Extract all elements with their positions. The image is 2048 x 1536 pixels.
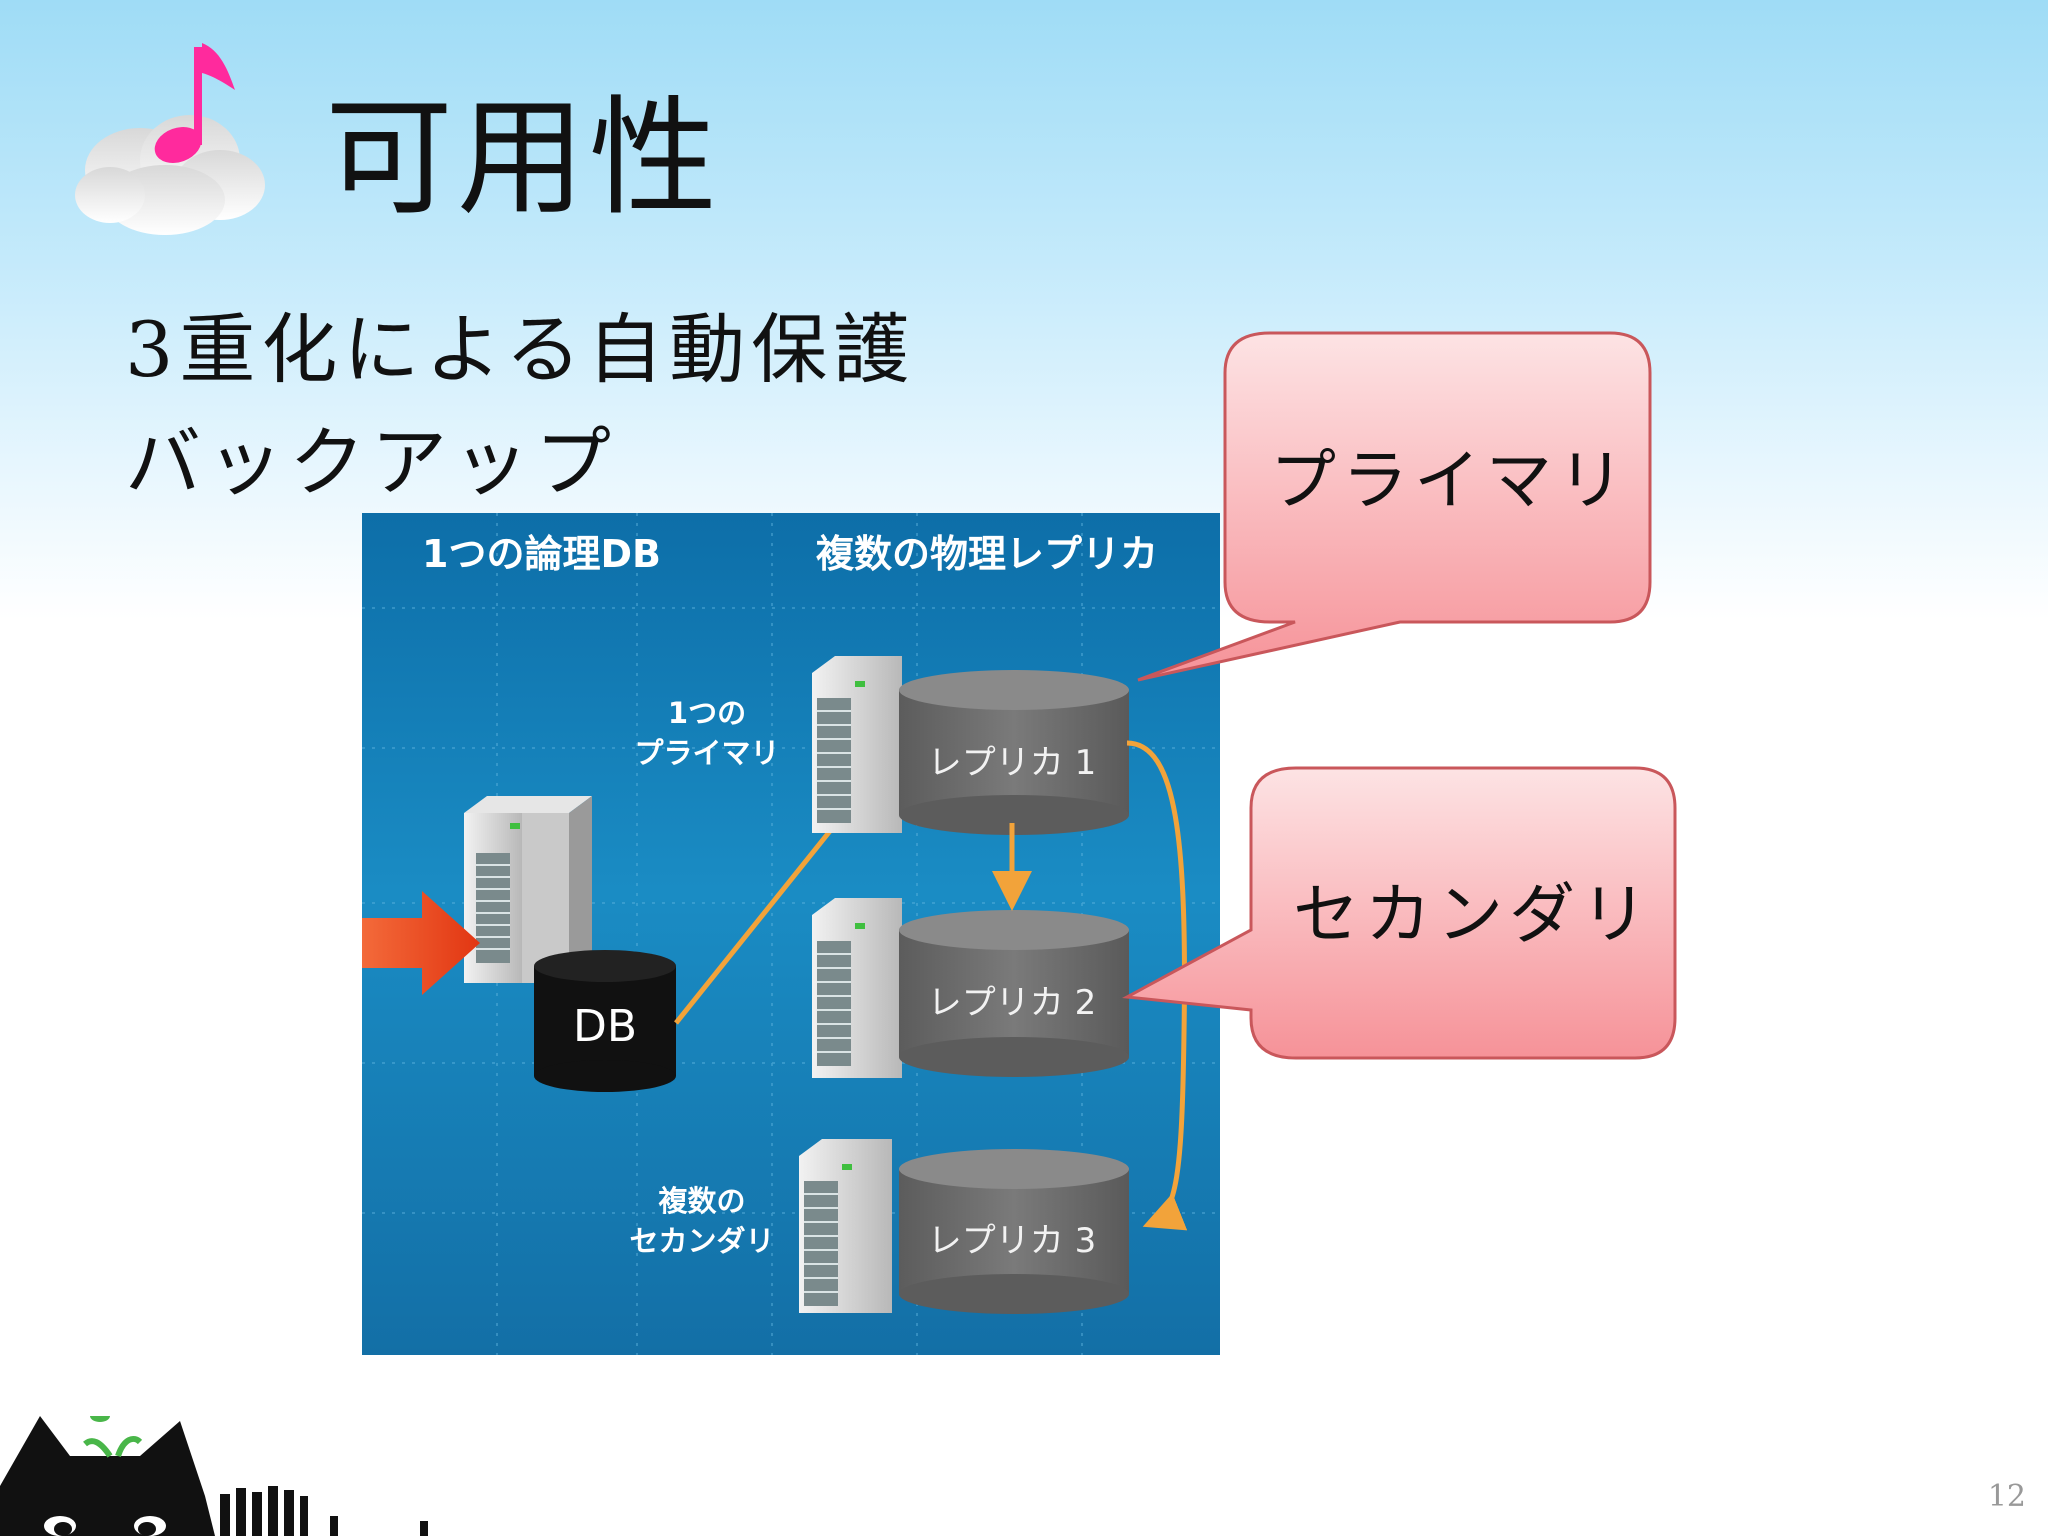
callout-primary-text: プライマリ xyxy=(1270,442,1630,519)
replica-3-node xyxy=(799,1139,1129,1314)
replica-1-label: レプリカ 1 xyxy=(927,743,1097,783)
page-number: 12 xyxy=(1987,1479,2026,1514)
callout-secondary-bubble xyxy=(1122,766,1677,1060)
replica-2-node xyxy=(812,898,1129,1078)
server-icon xyxy=(464,796,592,983)
bullet-auto-protection: 3重化による自動保護 xyxy=(125,305,916,394)
secondary-label-line1: 複数の xyxy=(658,1184,746,1218)
primary-side-label: 1つの プライマリ xyxy=(602,693,812,773)
database-cylinder-icon xyxy=(534,950,676,1092)
header-physical-replicas: 複数の物理レプリカ xyxy=(815,532,1158,576)
bullet-backup: バックアップ xyxy=(125,418,617,507)
black-cat-sprout-icon xyxy=(0,1416,428,1536)
music-note-cloud-icon xyxy=(75,43,265,235)
replica-3-label: レプリカ 3 xyxy=(927,1221,1097,1261)
replica-2-label: レプリカ 2 xyxy=(927,983,1097,1023)
primary-label-line2: プライマリ xyxy=(634,736,780,770)
replica-1-node xyxy=(812,656,1129,835)
primary-label-line1: 1つの xyxy=(667,696,747,730)
slide-title: 可用性 xyxy=(325,84,722,233)
input-arrow xyxy=(362,891,480,995)
callout-primary-bubble xyxy=(1137,331,1652,682)
replication-diagram: 1つの論理DB 複数の物理レプリカ 1つの プライマリ 複数の セカンダリ DB… xyxy=(362,513,1220,1355)
secondary-side-label: 複数の セカンダリ xyxy=(592,1181,812,1261)
callout-secondary-text: セカンダリ xyxy=(1293,876,1653,953)
db-label: DB xyxy=(572,1001,638,1052)
header-logical-db: 1つの論理DB xyxy=(422,532,661,576)
secondary-label-line2: セカンダリ xyxy=(629,1224,775,1258)
